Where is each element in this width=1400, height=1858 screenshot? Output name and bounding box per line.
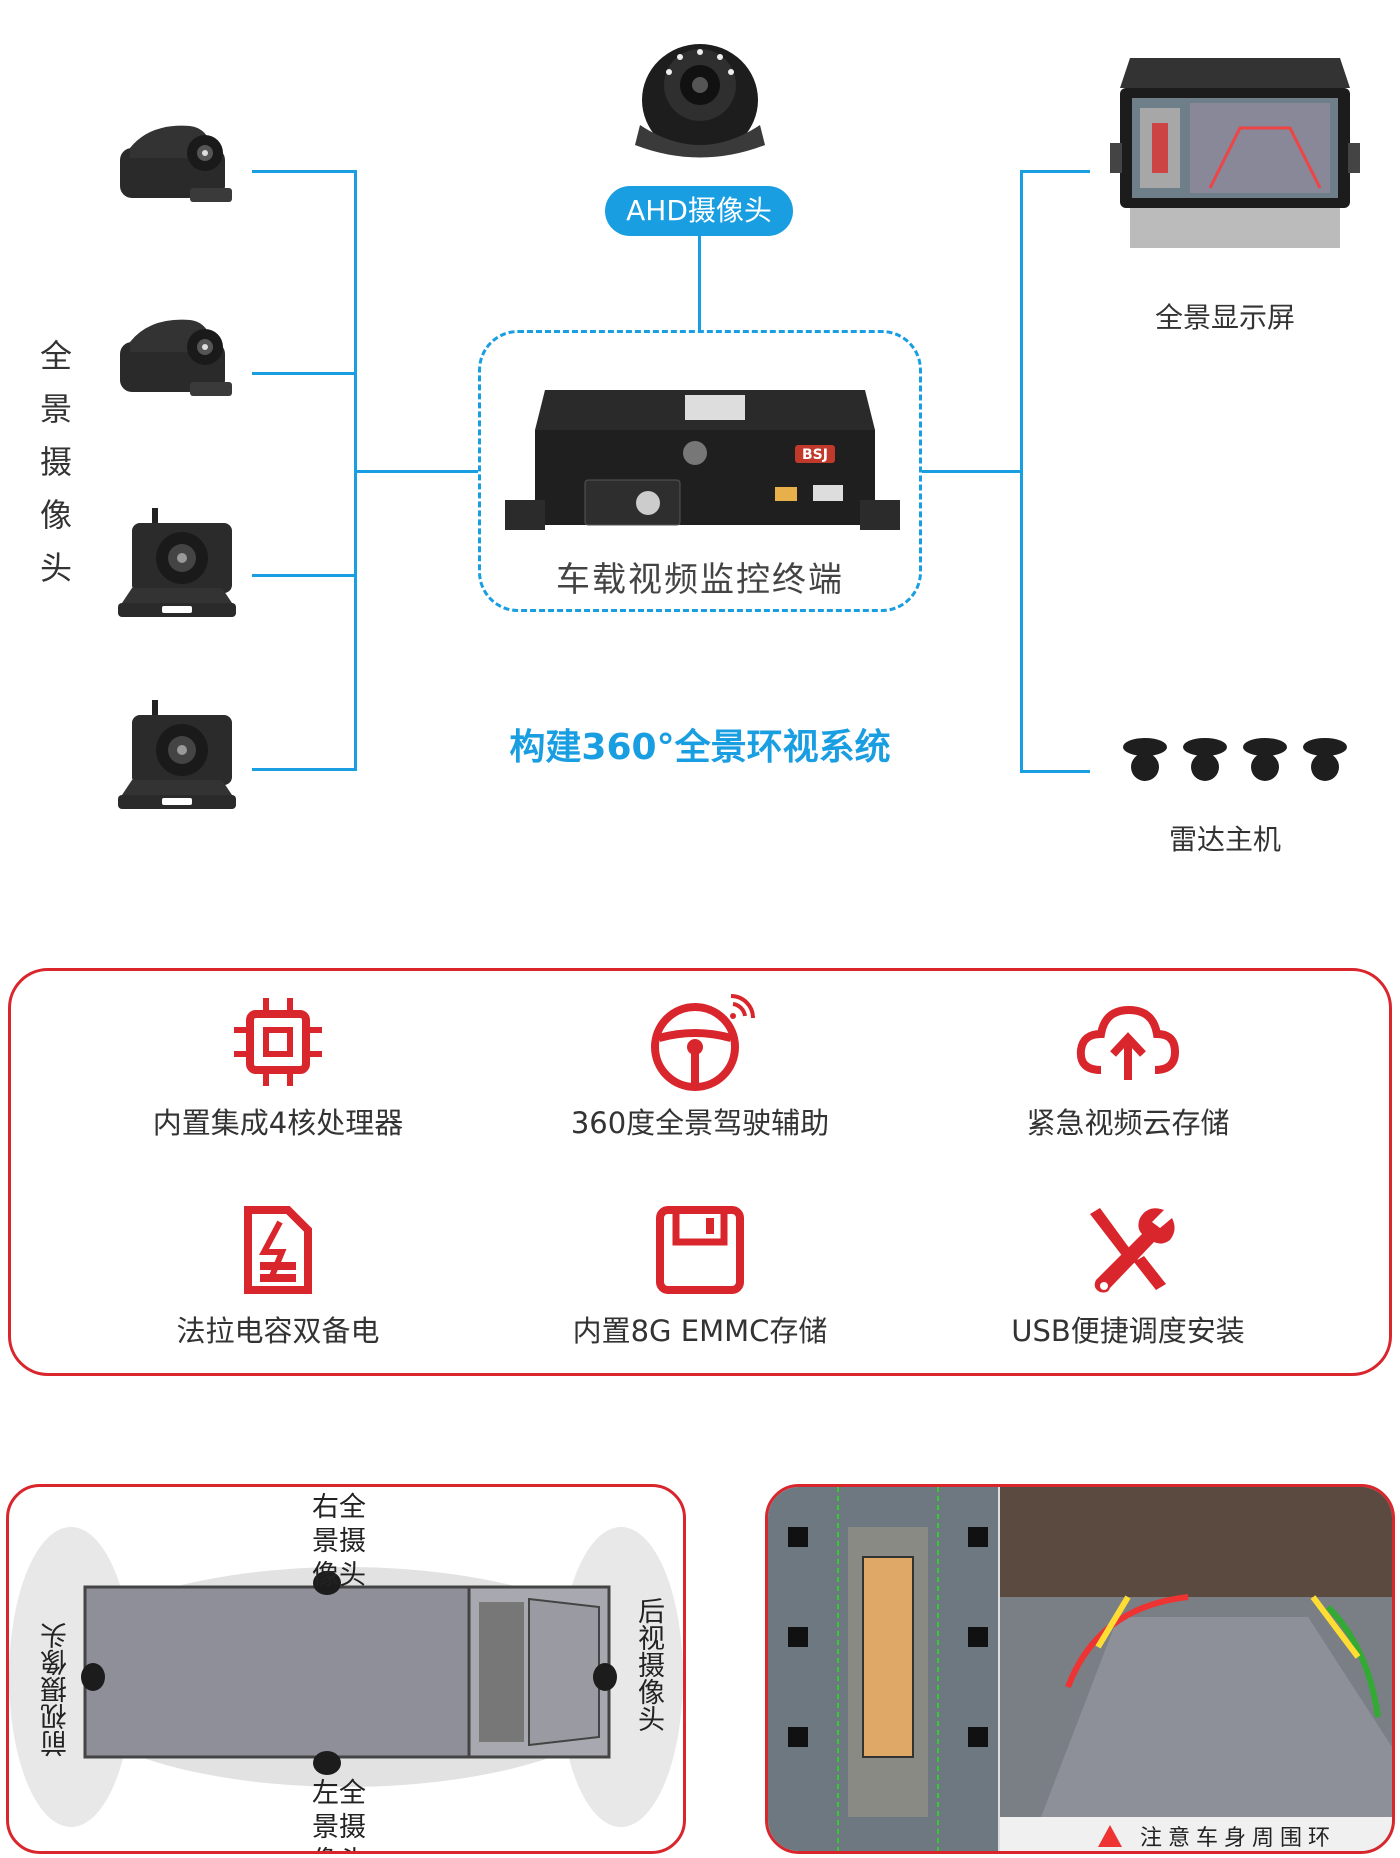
system-tagline: 构建360°全景环视系统 bbox=[509, 727, 891, 768]
front-camera-label: 前视摄像头 bbox=[41, 1622, 72, 1757]
radar-sensors-image bbox=[1123, 738, 1347, 781]
brand-badge: BSJ bbox=[802, 447, 828, 463]
feature-label: 内置集成4核处理器 bbox=[152, 1106, 404, 1140]
feature-item: 内置8G EMMC存储 bbox=[530, 1200, 870, 1350]
cloud-upload-icon bbox=[1076, 1005, 1180, 1080]
bracket-camera-1-image bbox=[118, 508, 236, 617]
ahd-camera-label: AHD摄像头 bbox=[605, 186, 793, 236]
feature-label: USB便捷调度安装 bbox=[1011, 1314, 1245, 1348]
dvr-terminal-frame bbox=[478, 330, 922, 612]
split-camera-view bbox=[768, 1487, 1392, 1851]
connector-line bbox=[252, 170, 356, 173]
steering-wheel-icon bbox=[651, 994, 755, 1091]
dome-camera-image bbox=[635, 44, 765, 158]
chip-icon bbox=[234, 998, 322, 1086]
feature-label: 360度全景驾驶辅助 bbox=[570, 1106, 830, 1140]
panoramic-monitor-view: 注意车身周围环 bbox=[765, 1484, 1395, 1854]
feature-label: 内置8G EMMC存储 bbox=[572, 1314, 828, 1348]
feature-label: 法拉电容双备电 bbox=[176, 1314, 380, 1348]
connector-line bbox=[252, 768, 356, 771]
wrench-screwdriver-icon bbox=[1090, 1208, 1175, 1293]
panoramic-cameras-label: 全景摄像头 bbox=[39, 337, 72, 587]
connector-line bbox=[252, 574, 356, 577]
features-panel bbox=[8, 968, 1392, 1376]
connector-line bbox=[698, 236, 701, 330]
vehicle-top-view bbox=[9, 1527, 683, 1827]
feature-item: 360度全景驾驶辅助 bbox=[530, 992, 870, 1142]
side-camera-1-image bbox=[120, 125, 232, 202]
bracket-camera-2-image bbox=[118, 700, 236, 809]
side-camera-2-image bbox=[120, 319, 232, 396]
dvr-terminal-title: 车载视频监控终端 bbox=[556, 560, 844, 600]
rear-camera-label: 后视摄像头 bbox=[633, 1597, 664, 1732]
connector-line bbox=[922, 470, 1022, 473]
floppy-disk-icon bbox=[656, 1206, 744, 1294]
feature-item: USB便捷调度安装 bbox=[958, 1200, 1298, 1350]
connector-line bbox=[1020, 770, 1090, 773]
connector-line bbox=[354, 470, 478, 473]
battery-capacitor-icon bbox=[244, 1206, 312, 1294]
radar-host-label: 雷达主机 bbox=[1168, 823, 1281, 856]
panoramic-monitor-label: 全景显示屏 bbox=[1154, 301, 1295, 334]
feature-item: 内置集成4核处理器 bbox=[108, 992, 448, 1142]
vehicle-camera-diagram: 右全景摄像头 左全景摄像头 前视摄像头 后视摄像头 bbox=[6, 1484, 686, 1854]
feature-item: 法拉电容双备电 bbox=[108, 1200, 448, 1350]
feature-item: 紧急视频云存储 bbox=[958, 992, 1298, 1142]
left-camera-label: 左全景摄像头 bbox=[312, 1778, 366, 1851]
right-camera-label: 右全景摄像头 bbox=[312, 1492, 366, 1591]
connector-line bbox=[1020, 170, 1023, 773]
monitor-warning-caption: 注意车身周围环 bbox=[1140, 1826, 1337, 1851]
panoramic-monitor-image bbox=[1110, 58, 1360, 248]
feature-label: 紧急视频云存储 bbox=[1026, 1106, 1230, 1140]
connector-line bbox=[1020, 170, 1090, 173]
connector-line bbox=[252, 372, 356, 375]
dvr-terminal-image: BSJ bbox=[505, 390, 900, 530]
